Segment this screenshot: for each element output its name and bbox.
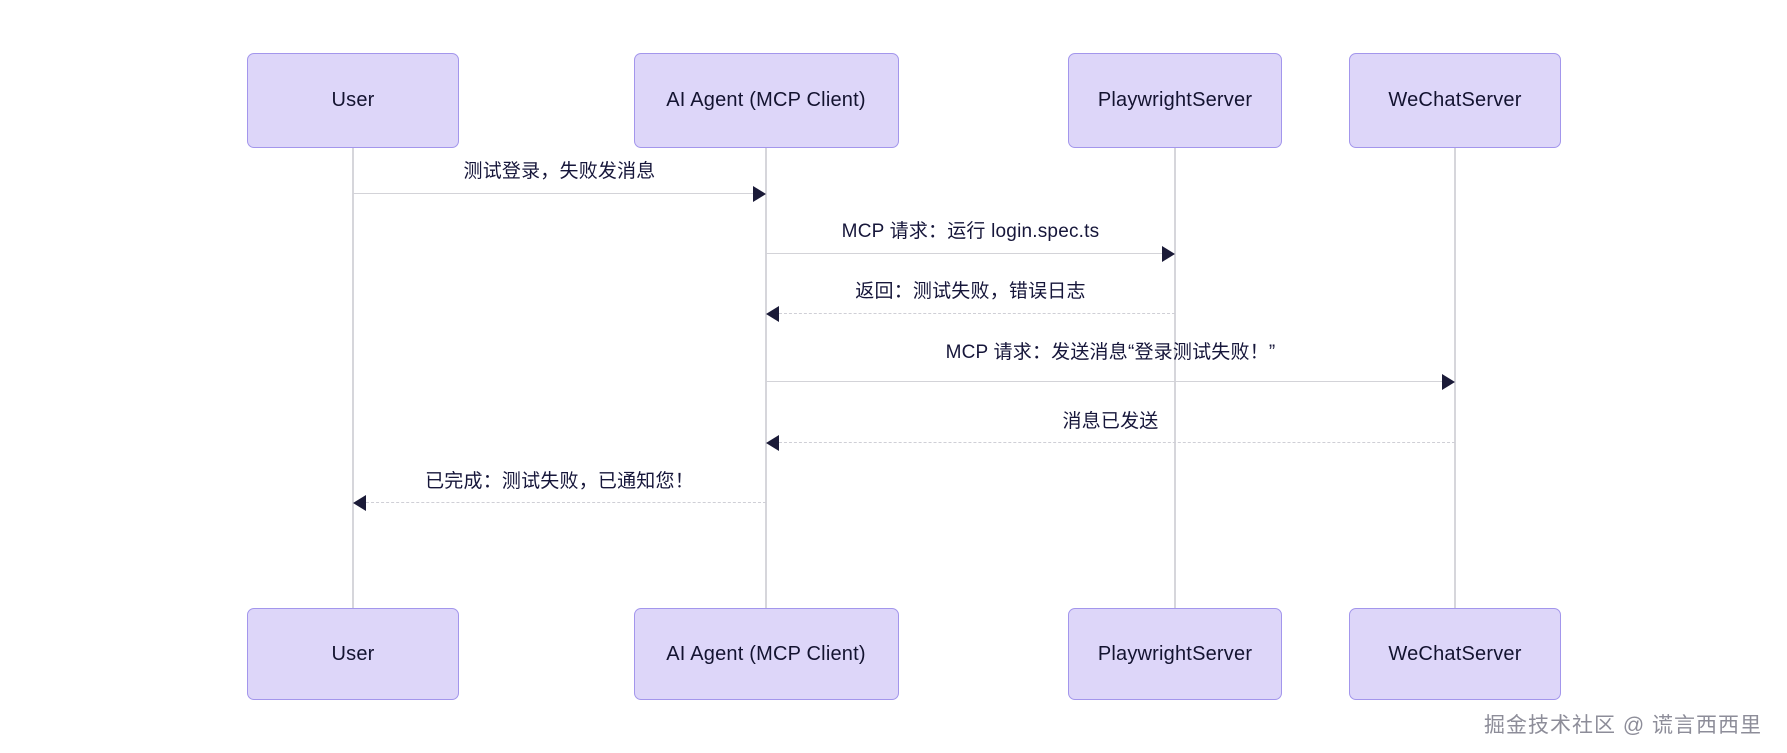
participant-box-playwright-bottom[interactable]: PlaywrightServer <box>1068 608 1282 700</box>
participant-label: User <box>331 89 375 111</box>
participant-label: PlaywrightServer <box>1097 642 1253 665</box>
message-line-5 <box>779 442 1455 443</box>
message-line-6 <box>366 502 766 503</box>
participant-label: User <box>331 642 375 665</box>
message-line-2 <box>766 253 1162 254</box>
participant-label: WeChatServer <box>1388 642 1522 665</box>
participant-label: AI Agent (MCP Client) <box>666 89 866 111</box>
message-label-4: MCP 请求：发送消息“登录测试失败！” <box>945 342 1276 363</box>
message-arrowhead-5 <box>766 435 779 451</box>
message-line-1 <box>353 193 753 194</box>
participant-box-agent-top[interactable]: AI Agent (MCP Client) <box>633 53 899 148</box>
message-label-2: MCP 请求：运行 login.spec.ts <box>841 221 1100 242</box>
participant-label: PlaywrightServer <box>1097 89 1253 111</box>
message-label-6: 已完成：测试失败，已通知您！ <box>425 471 694 492</box>
participant-box-wechat-top[interactable]: WeChatServer <box>1349 53 1561 148</box>
message-arrowhead-3 <box>766 306 779 322</box>
lifeline-playwright <box>1174 148 1176 608</box>
message-label-1: 测试登录，失败发消息 <box>463 161 656 182</box>
message-arrowhead-4 <box>1442 374 1455 390</box>
lifeline-agent <box>765 148 767 608</box>
message-arrowhead-6 <box>353 495 366 511</box>
message-label-5: 消息已发送 <box>1062 411 1159 432</box>
watermark-text: 掘金技术社区 @ 谎言西西里 <box>1484 714 1762 737</box>
participant-box-wechat-bottom[interactable]: WeChatServer <box>1349 608 1561 700</box>
lifeline-wechat <box>1454 148 1456 608</box>
message-line-3 <box>779 313 1175 314</box>
message-arrowhead-1 <box>753 186 766 202</box>
message-arrowhead-2 <box>1162 246 1175 262</box>
message-line-4 <box>766 381 1442 382</box>
participant-label: AI Agent (MCP Client) <box>666 642 866 665</box>
participant-box-playwright-top[interactable]: PlaywrightServer <box>1068 53 1282 148</box>
message-label-3: 返回：测试失败，错误日志 <box>855 281 1086 302</box>
lifeline-user <box>352 148 354 608</box>
participant-label: WeChatServer <box>1388 89 1522 111</box>
participant-box-user-bottom[interactable]: User <box>247 608 459 700</box>
participant-box-user-top[interactable]: User <box>247 53 459 148</box>
participant-box-agent-bottom[interactable]: AI Agent (MCP Client) <box>633 608 899 700</box>
